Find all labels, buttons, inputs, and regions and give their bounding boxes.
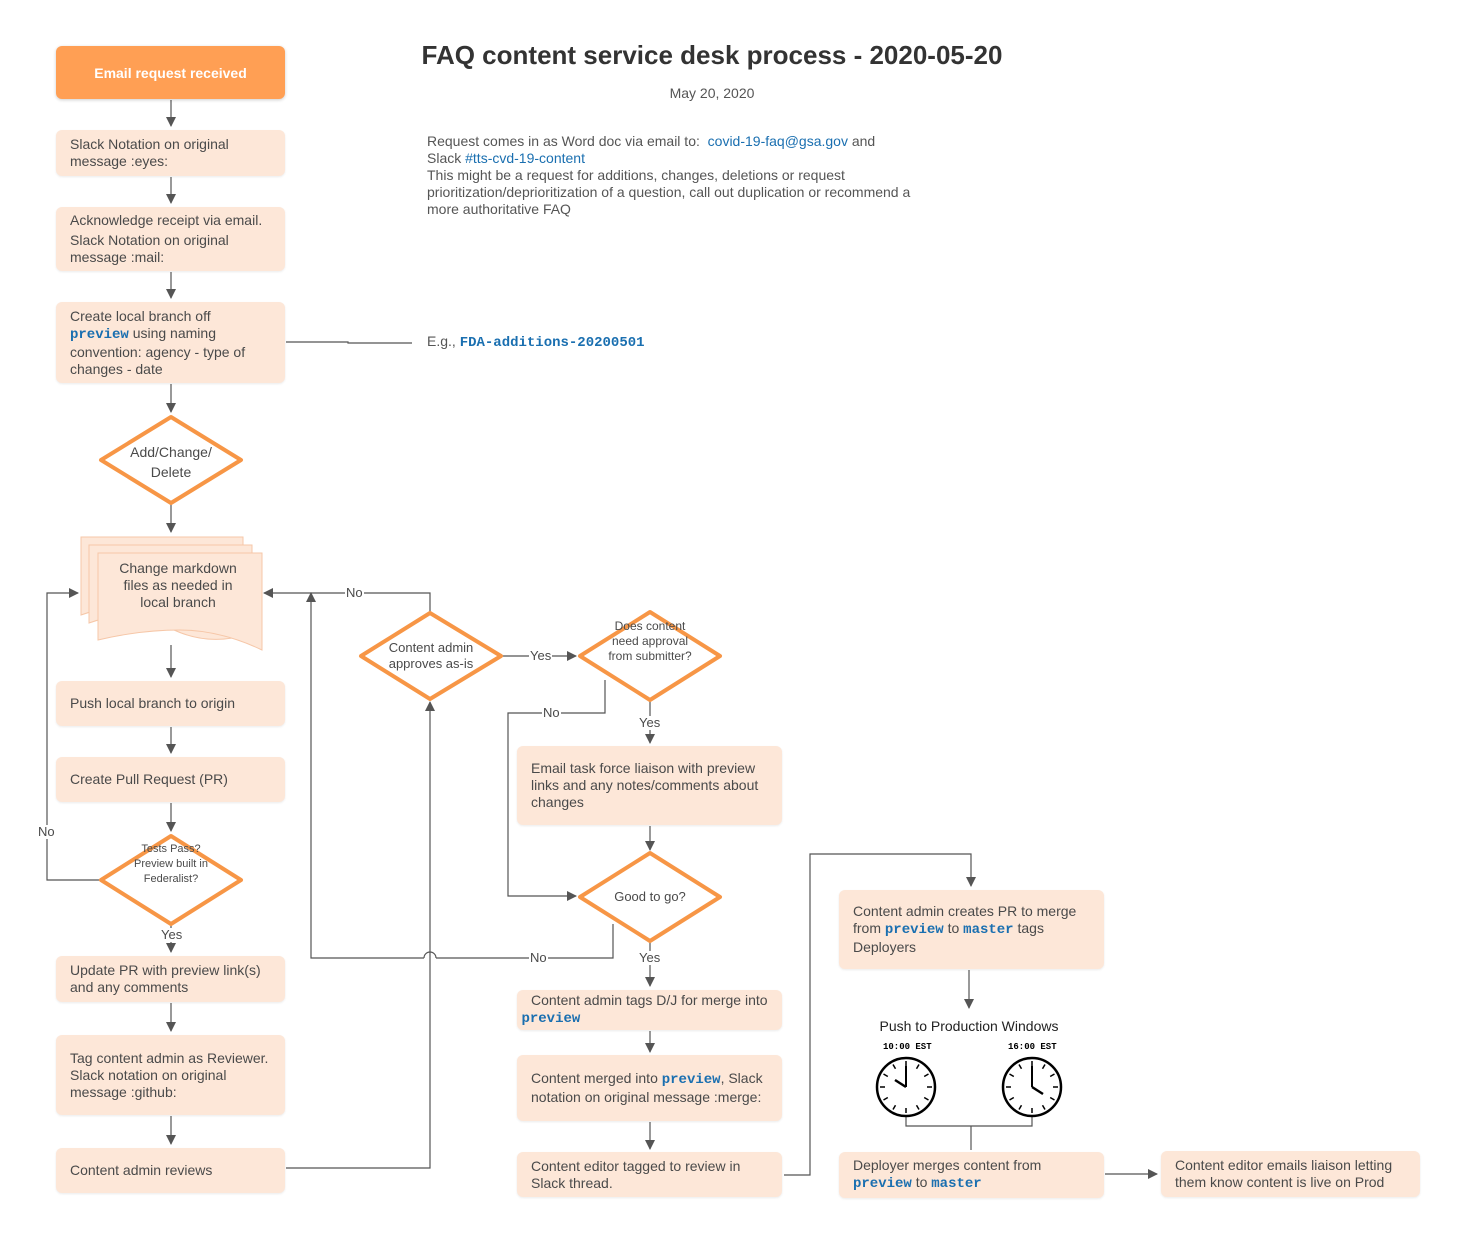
node-admin-reviews: Content admin reviews — [56, 1148, 285, 1193]
decision-good-to-go-label: Good to go? — [614, 889, 686, 904]
edge-label-no: No — [542, 705, 561, 720]
clock-icon — [875, 1056, 937, 1118]
edge-label-yes: Yes — [638, 715, 662, 730]
node-tags-dj: Content admin tags D/J for merge into in… — [517, 990, 782, 1030]
node-content-merged: Content merged into preview, Slack notat… — [517, 1055, 782, 1121]
decision-need-approval — [578, 610, 722, 702]
decision-add-change-delete-label: Add/Change/ Delete — [130, 444, 212, 480]
email-link[interactable]: covid-19-faq@gsa.gov — [707, 133, 848, 149]
node-editor-emails: Content editor emails liaison letting th… — [1161, 1151, 1420, 1197]
edge-label-yes: Yes — [160, 927, 184, 942]
node-slack-eyes: Slack Notation on original message :eyes… — [56, 130, 285, 176]
decision-admin-approves — [359, 611, 503, 701]
node-create-branch: Create local branch off preview using na… — [56, 302, 285, 383]
clock-icon — [1001, 1056, 1063, 1118]
node-tag-admin: Tag content admin as Reviewer. Slack not… — [56, 1035, 285, 1115]
slack-channel-link[interactable]: #tts-cvd-19-content — [465, 150, 585, 166]
decision-admin-approves-label: Content admin approves as-is — [388, 640, 474, 671]
node-email-request-received: Email request received — [56, 46, 285, 99]
clock-label-2: 16:00 EST — [1008, 1042, 1057, 1052]
windows-title: Push to Production Windows — [879, 1018, 1059, 1034]
edge-label-yes: Yes — [638, 950, 662, 965]
edge-label-no: No — [529, 950, 548, 965]
decision-need-approval-label: Does content need approval from submitte… — [608, 619, 692, 663]
edge-label-no: No — [37, 824, 56, 839]
node-create-pr: Create Pull Request (PR) — [56, 757, 285, 802]
document-change-markdown — [97, 552, 263, 651]
decision-add-change-delete — [99, 415, 243, 505]
clock-label-1: 10:00 EST — [883, 1042, 932, 1052]
node-email-liaison: Email task force liaison with preview li… — [517, 746, 782, 825]
edge-label-no: No — [345, 585, 364, 600]
node-admin-creates-pr: Content admin creates PR to merge from p… — [839, 890, 1104, 969]
node-acknowledge: Acknowledge receipt via email. Slack Not… — [56, 207, 285, 271]
decision-tests-pass-label: Tests Pass? Preview built in Federalist? — [134, 843, 208, 885]
page-date: May 20, 2020 — [669, 85, 755, 101]
decision-tests-pass — [99, 834, 243, 926]
branch-example: E.g., FDA-additions-20200501 — [427, 333, 645, 351]
decision-good-to-go — [578, 851, 722, 943]
node-editor-tagged: Content editor tagged to review in Slack… — [517, 1152, 782, 1197]
node-deployer-merges: Deployer merges content from preview to … — [839, 1152, 1104, 1198]
change-markdown-label: Change markdown files as needed in local… — [119, 560, 237, 610]
node-update-pr: Update PR with preview link(s) and any c… — [56, 956, 285, 1002]
edge-label-yes: Yes — [529, 648, 553, 663]
page-title: FAQ content service desk process - 2020-… — [421, 40, 1003, 70]
request-note: Request comes in as Word doc via email t… — [427, 133, 911, 217]
node-push-branch: Push local branch to origin — [56, 681, 285, 726]
